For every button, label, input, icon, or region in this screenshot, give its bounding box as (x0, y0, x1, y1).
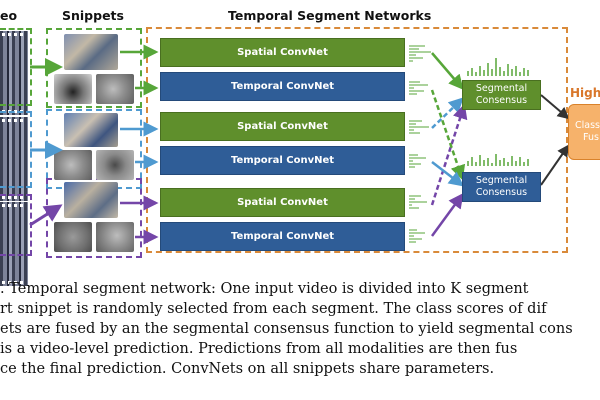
spatial-convnet-2: Spatial ConvNet (160, 112, 405, 141)
video-header: eo (0, 8, 18, 23)
net-label: Temporal ConvNet (230, 81, 335, 92)
consensus-label-line1: Segmental (475, 175, 528, 186)
video-segment-1 (0, 31, 28, 115)
temporal-convnet-1: Temporal ConvNet (160, 72, 405, 101)
segmental-consensus-spatial: Segmental Consensus (462, 80, 541, 110)
high-header: High (570, 86, 600, 100)
rgb-frame-thumbnail (64, 34, 118, 70)
tsn-container (146, 27, 568, 253)
class-score-fusion: Class Fus (568, 104, 600, 160)
caption-line-5: ce the final prediction. ConvNets on all… (0, 361, 495, 377)
video-segment-3 (0, 202, 28, 286)
snippets-header: Snippets (62, 8, 124, 23)
caption-line-4: is a video-level prediction. Predictions… (0, 341, 518, 357)
video-segment-box-purple (0, 194, 32, 256)
net-label: Spatial ConvNet (237, 47, 328, 58)
net-label: Spatial ConvNet (237, 197, 328, 208)
rgb-frame-thumbnail (64, 113, 118, 147)
temporal-convnet-3: Temporal ConvNet (160, 222, 405, 251)
fusion-label-line1: Class (575, 120, 600, 131)
rgb-frame-thumbnail (64, 182, 118, 218)
caption-line-1: . Temporal segment network: One input vi… (0, 281, 529, 297)
optical-flow-thumbnail (96, 74, 134, 104)
spatial-convnet-3: Spatial ConvNet (160, 188, 405, 217)
consensus-label-line2: Consensus (475, 95, 528, 106)
optical-flow-thumbnail (96, 222, 134, 252)
video-segment-box-blue (0, 111, 32, 188)
caption-line-2: rt snippet is randomly selected from eac… (0, 301, 547, 317)
net-label: Temporal ConvNet (230, 231, 335, 242)
optical-flow-thumbnail (54, 150, 92, 180)
fusion-label-line2: Fus (583, 132, 599, 143)
optical-flow-thumbnail (96, 150, 134, 180)
net-label: Spatial ConvNet (237, 121, 328, 132)
spatial-convnet-1: Spatial ConvNet (160, 38, 405, 67)
segmental-consensus-temporal: Segmental Consensus (462, 172, 541, 202)
temporal-convnet-2: Temporal ConvNet (160, 146, 405, 175)
consensus-label-line2: Consensus (475, 187, 528, 198)
consensus-label-line1: Segmental (475, 83, 528, 94)
video-segment-box-green (0, 28, 32, 106)
tsn-header: Temporal Segment Networks (228, 8, 432, 23)
optical-flow-thumbnail (54, 74, 92, 104)
caption-line-3: ets are fused by an the segmental consen… (0, 321, 573, 337)
net-label: Temporal ConvNet (230, 155, 335, 166)
optical-flow-thumbnail (54, 222, 92, 252)
